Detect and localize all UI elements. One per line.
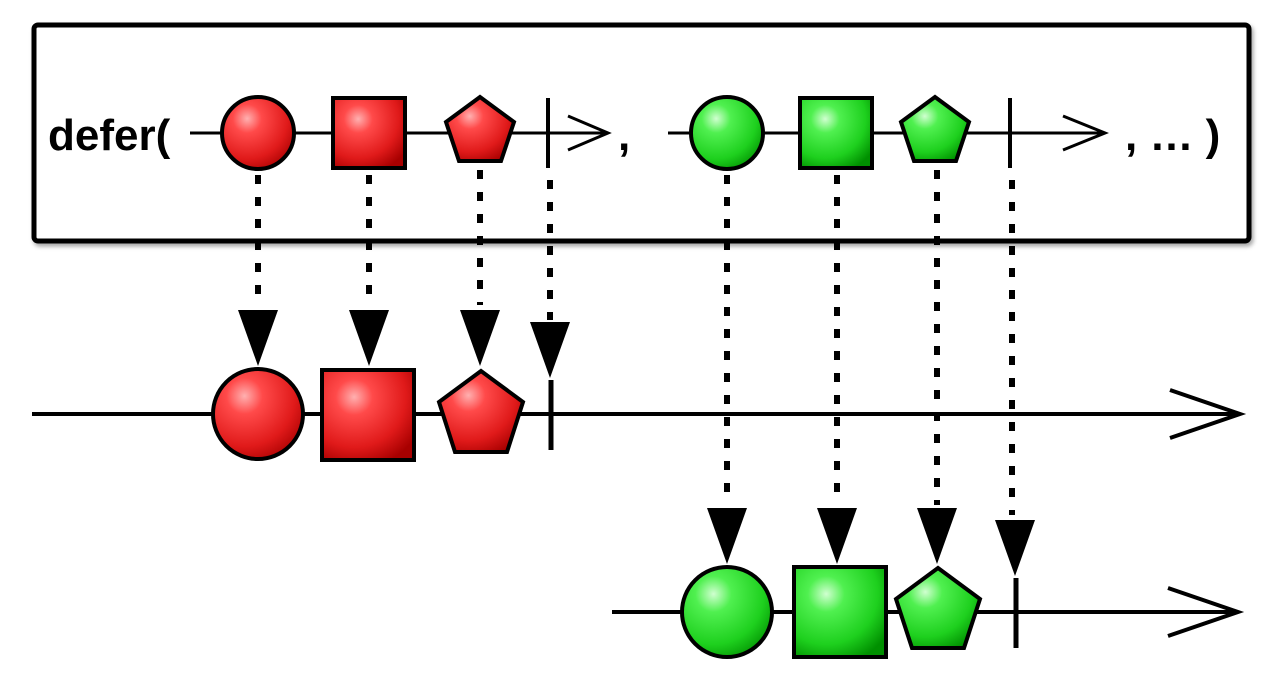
red-square-marble [331,96,407,170]
connectors-red [255,170,553,320]
red-square-marble [320,368,416,462]
red-circle-marble [220,95,296,171]
arrowhead-icon [1167,586,1245,638]
defer-box [31,22,1252,244]
red-pentagon-marble [443,94,517,163]
green-square-marble [792,565,888,659]
green-pentagon-marble [893,565,983,650]
arrowhead-icon [1169,388,1247,440]
red-circle-marble [211,367,305,461]
red-pentagon-marble [436,368,526,454]
ellipsis-label: , … ) [1125,111,1220,160]
green-circle-marble [689,95,765,171]
connector-arrowheads-green [707,508,1035,576]
defer-label: defer( [48,111,171,160]
connector-arrowheads-red [238,310,570,378]
output-timeline-2 [612,565,1245,659]
arrowhead-icon [1062,114,1109,152]
output-timeline-1 [32,367,1247,462]
source-timeline-red [190,94,612,171]
green-circle-marble [680,565,774,659]
arrowhead-icon [567,114,612,152]
separator-comma: , [618,111,630,160]
green-square-marble [798,96,874,170]
green-pentagon-marble [898,94,972,163]
source-timeline-green [668,94,1109,171]
